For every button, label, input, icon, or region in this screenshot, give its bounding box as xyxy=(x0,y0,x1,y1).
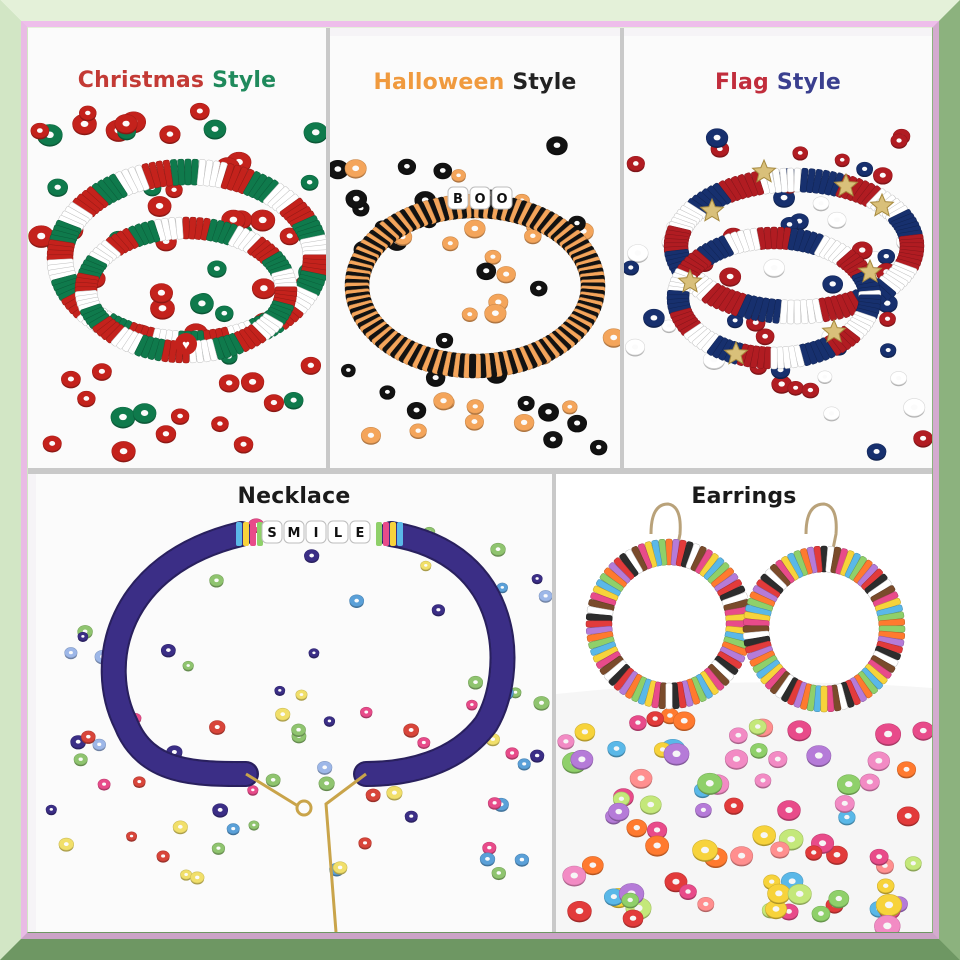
star-charm xyxy=(699,197,725,222)
letter-bead xyxy=(305,520,327,544)
vertical-divider-1 xyxy=(326,28,330,468)
star-charm xyxy=(677,268,703,293)
halloween-bracelet xyxy=(344,193,606,379)
svg-text:S: S xyxy=(267,526,276,541)
gold-clasp-chain xyxy=(245,772,367,932)
star-charm xyxy=(833,172,859,197)
letter-bead xyxy=(327,520,349,544)
spacer-bead xyxy=(376,522,382,546)
christmas-title: Christmas Style xyxy=(28,68,326,93)
star-charm xyxy=(857,258,883,283)
spacer-bead xyxy=(397,522,403,546)
halloween-title-word1: Halloween xyxy=(373,70,505,95)
svg-text:♥: ♥ xyxy=(182,337,190,352)
spacer-bead xyxy=(250,522,256,546)
vertical-divider-2 xyxy=(620,28,624,468)
earrings-photo xyxy=(556,474,932,932)
heart-bead xyxy=(175,333,197,355)
letter-bead xyxy=(283,520,305,544)
christmas-panel: ♥ Christmas Style xyxy=(28,28,326,468)
svg-text:I: I xyxy=(314,526,319,541)
earring-hook-right xyxy=(804,502,838,555)
horizontal-divider xyxy=(28,468,932,474)
necklace-title: Necklace xyxy=(237,484,351,509)
flag-title-word2: Style xyxy=(776,70,841,95)
letter-bead xyxy=(349,520,371,544)
vertical-divider-3 xyxy=(552,474,556,932)
star-charm xyxy=(751,158,777,183)
christmas-bracelet-inner xyxy=(74,216,298,364)
letter-bead xyxy=(469,186,491,210)
earrings-panel: Earrings xyxy=(556,474,932,932)
flag-bracelet-photo xyxy=(624,128,932,461)
letter-bead xyxy=(261,520,283,544)
spacer-bead xyxy=(390,522,396,546)
christmas-bracelet-photo: ♥ xyxy=(28,102,326,463)
flag-title-word1: Flag xyxy=(715,70,769,95)
table-surface xyxy=(556,682,932,932)
clasp-ring xyxy=(295,799,313,817)
svg-text:B: B xyxy=(453,192,463,207)
earring-hoop-right xyxy=(742,545,906,713)
flag-bracelet-inner xyxy=(666,226,882,370)
svg-text:O: O xyxy=(496,192,507,207)
svg-text:O: O xyxy=(474,192,485,207)
star-charm xyxy=(821,318,847,343)
svg-text:M: M xyxy=(288,526,301,541)
christmas-title-word2: Style xyxy=(212,68,277,93)
spacer-bead xyxy=(383,522,389,546)
spacer-bead xyxy=(243,522,249,546)
christmas-title-word1: Christmas xyxy=(77,68,205,93)
star-charm xyxy=(723,340,749,365)
svg-text:E: E xyxy=(356,526,365,541)
earrings-title: Earrings xyxy=(691,484,797,509)
star-charm xyxy=(869,192,895,217)
halloween-title-word2: Style xyxy=(512,70,577,95)
letter-bead xyxy=(491,186,513,210)
spacer-bead xyxy=(236,522,242,546)
svg-text:L: L xyxy=(334,526,342,541)
flag-title: Flag Style xyxy=(624,70,932,95)
earring-hook-left xyxy=(649,502,682,555)
flag-panel: Flag Style xyxy=(624,36,932,468)
halloween-title: Halloween Style xyxy=(330,70,620,95)
letter-bead xyxy=(447,186,469,210)
